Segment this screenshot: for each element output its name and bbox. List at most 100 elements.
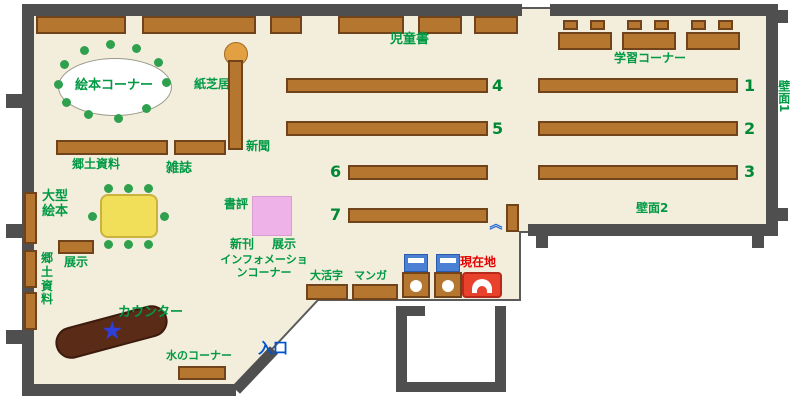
chair-dot <box>88 212 97 221</box>
stack-row-6 <box>348 165 488 180</box>
information-corner-label: インフォメーションコーナー <box>220 253 308 279</box>
copier-dial-icon <box>410 280 422 292</box>
local-materials-label: 郷土資料 <box>72 157 121 171</box>
large-picture-books-label: 大型絵本 <box>41 189 68 219</box>
current-location-label: 現在地 <box>460 255 497 269</box>
copier-icon <box>404 254 428 272</box>
top-shelf-2 <box>142 16 256 34</box>
study-stool <box>691 20 706 30</box>
left-wall-stub-2 <box>6 224 24 238</box>
study-corner-label: 学習コーナー <box>614 51 687 65</box>
picture-book-corner-label: 絵本コーナー <box>74 78 153 93</box>
chair-dot <box>104 240 113 249</box>
stairwell-right-wall <box>495 306 506 392</box>
stack-row-1 <box>538 78 738 93</box>
large-print-label: 大活字 <box>310 269 343 282</box>
chair-dot <box>124 184 133 193</box>
stack-row-5 <box>286 121 488 136</box>
chair-dot <box>144 184 153 193</box>
new-books-label: 新刊 <box>230 237 255 251</box>
copier-screen-icon <box>408 258 424 263</box>
side-local-shelf-1 <box>24 250 37 288</box>
current-location-arch-inner <box>477 286 487 294</box>
chair-dot <box>124 240 133 249</box>
top-shelf-4 <box>338 16 404 34</box>
stairwell-bottom-wall <box>396 382 506 392</box>
chair-dot <box>154 58 163 67</box>
counter-label: カウンター <box>118 305 184 320</box>
manga-label: マンガ <box>354 269 387 282</box>
left-wall-stub-3 <box>6 330 24 344</box>
copier-dial-icon <box>442 280 454 292</box>
study-desk <box>622 32 676 50</box>
chair-dot <box>84 110 93 119</box>
newspaper-label: 新聞 <box>246 139 271 153</box>
stairwell-step <box>407 306 425 316</box>
chair-dot <box>54 80 63 89</box>
study-stool <box>718 20 733 30</box>
study-stool <box>563 20 578 30</box>
chair-dot <box>106 40 115 49</box>
water-corner-shelf <box>178 366 226 380</box>
top-wall-left <box>26 4 522 16</box>
top-shelf-3 <box>270 16 302 34</box>
manga-shelf <box>352 284 398 300</box>
kamishibai-label: 紙芝居 <box>194 77 231 91</box>
copier-screen-icon <box>440 258 456 263</box>
right-wall-stub-1 <box>772 10 788 23</box>
stack-number-2: 2 <box>744 119 756 138</box>
stack-row-2 <box>538 121 738 136</box>
stack-number-3: 3 <box>744 162 756 181</box>
top-shelf-6 <box>474 16 518 34</box>
entrance-label: 入口 <box>258 339 289 357</box>
stack-row-4 <box>286 78 488 93</box>
stack-row-3 <box>538 165 738 180</box>
study-desk <box>558 32 612 50</box>
right-wall-stub-2 <box>772 208 788 221</box>
stack-number-5: 5 <box>492 119 504 138</box>
chair-dot <box>132 44 141 53</box>
side-local-shelf-2 <box>24 292 37 330</box>
chair-dot <box>162 78 171 87</box>
exhibit-left-label: 展示 <box>64 255 89 269</box>
left-wall-stub-1 <box>6 94 24 108</box>
star-icon: ★ <box>101 316 124 345</box>
stack-number-6: 6 <box>330 162 342 181</box>
bottom-wall <box>22 384 236 396</box>
large-picture-books-shelf <box>24 192 37 244</box>
chair-dot <box>160 212 169 221</box>
magazines-shelf <box>174 140 226 155</box>
exhibit-center-label: 展示 <box>272 237 297 251</box>
reading-table <box>100 194 158 238</box>
top-shelf-1 <box>36 16 126 34</box>
new-books-exhibit-table <box>252 196 292 236</box>
wall-1-label: 壁面1 <box>776 80 791 113</box>
copier-icon <box>436 254 460 272</box>
newspaper-shelf <box>228 60 243 150</box>
south-wall-stub-1 <box>536 236 548 248</box>
study-desk <box>686 32 740 50</box>
chair-dot <box>80 46 89 55</box>
diagonal-wall <box>232 346 278 394</box>
stack-number-4: 4 <box>492 76 504 95</box>
chair-dot <box>62 98 71 107</box>
stack-number-1: 1 <box>744 76 756 95</box>
chair-dot <box>114 114 123 123</box>
stack-row-7 <box>348 208 488 223</box>
study-stool <box>654 20 669 30</box>
magazines-label: 雑誌 <box>166 161 193 176</box>
gate-icon: 《 <box>487 216 503 231</box>
chair-dot <box>142 104 151 113</box>
local-materials-side-label: 郷土資料 <box>40 251 53 307</box>
local-materials-shelf <box>56 140 168 155</box>
stairwell-left-wall <box>396 306 407 392</box>
large-print-shelf <box>306 284 348 300</box>
study-stool <box>590 20 605 30</box>
south-wall-stub-2 <box>752 236 764 248</box>
chair-dot <box>60 60 69 69</box>
chair-dot <box>104 184 113 193</box>
book-review-label: 書評 <box>224 197 249 211</box>
chair-dot <box>144 240 153 249</box>
top-wall-right <box>550 4 776 16</box>
